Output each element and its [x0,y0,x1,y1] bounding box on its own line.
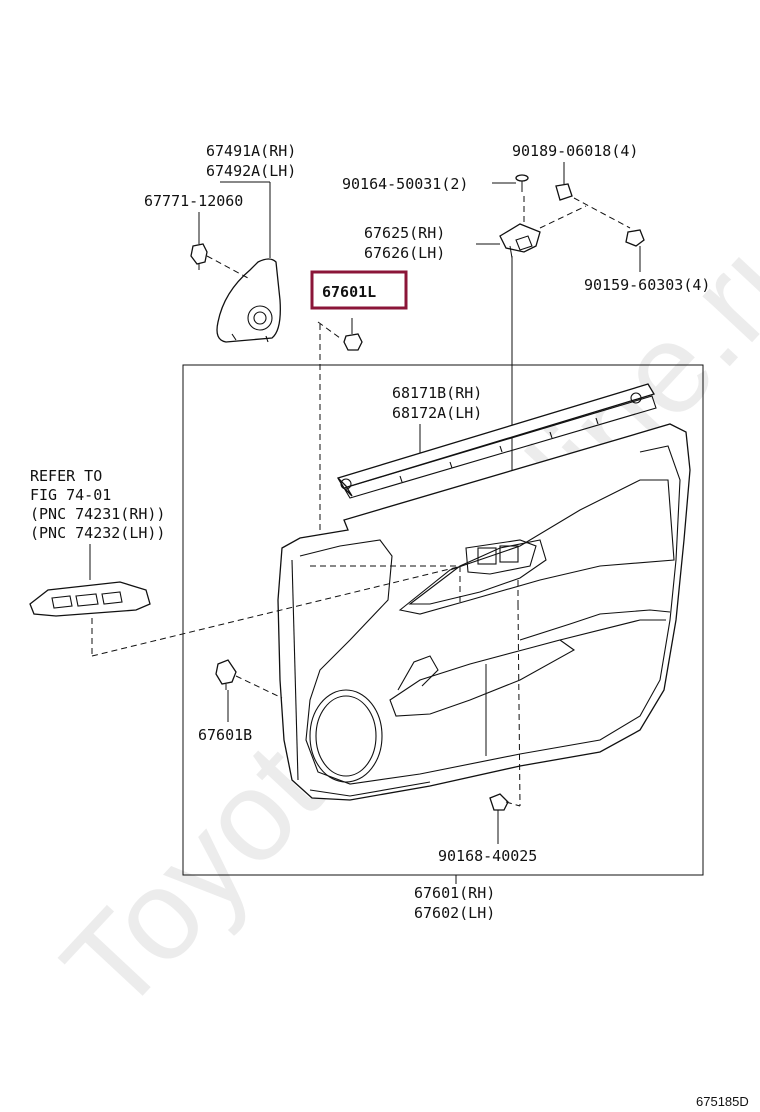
tweeter-cover[interactable] [216,258,281,343]
panel-lh-label[interactable]: 67602(LH) [414,904,495,922]
highlighted-part-box[interactable] [310,270,408,310]
screw-90164-icon[interactable] [515,174,529,192]
nut-90189-label[interactable]: 90189-06018(4) [512,142,638,160]
refer-line1[interactable]: REFER TO [30,467,102,485]
weatherstrip-rh-label[interactable]: 68171B(RH) [392,384,482,402]
nut-90189-icon[interactable] [555,183,573,201]
clip-67601b-icon[interactable] [215,659,237,690]
highlighted-part-label[interactable]: 67601L [322,283,376,301]
assembly-frame [182,364,704,876]
refer-line4[interactable]: (PNC 74232(LH)) [30,524,165,542]
clip-67601b-label[interactable]: 67601B [198,726,252,744]
door-trim-panel[interactable] [277,423,691,801]
clip-90159-icon[interactable] [625,229,645,247]
clip-90159-label[interactable]: 90159-60303(4) [584,276,710,294]
hinge-rh-label[interactable]: 67625(RH) [364,224,445,242]
clip-67771-label[interactable]: 67771-12060 [144,192,243,210]
clip-67601l-icon[interactable] [343,318,363,351]
weatherstrip[interactable] [337,383,657,499]
hinge-bracket[interactable] [499,223,541,259]
tweeter-rh-label[interactable]: 67491A(RH) [206,142,296,160]
refer-line2[interactable]: FIG 74-01 [30,486,111,504]
figure-code: 675185D [696,1094,749,1109]
hinge-lh-label[interactable]: 67626(LH) [364,244,445,262]
power-window-switch-panel[interactable] [29,581,151,617]
screw-90164-label[interactable]: 90164-50031(2) [342,175,468,193]
screw-90168-icon[interactable] [489,793,509,811]
screw-90168-label[interactable]: 90168-40025 [438,847,537,865]
tweeter-lh-label[interactable]: 67492A(LH) [206,162,296,180]
clip-67771-icon[interactable] [190,243,208,270]
refer-line3[interactable]: (PNC 74231(RH)) [30,505,165,523]
weatherstrip-lh-label[interactable]: 68172A(LH) [392,404,482,422]
panel-rh-label[interactable]: 67601(RH) [414,884,495,902]
